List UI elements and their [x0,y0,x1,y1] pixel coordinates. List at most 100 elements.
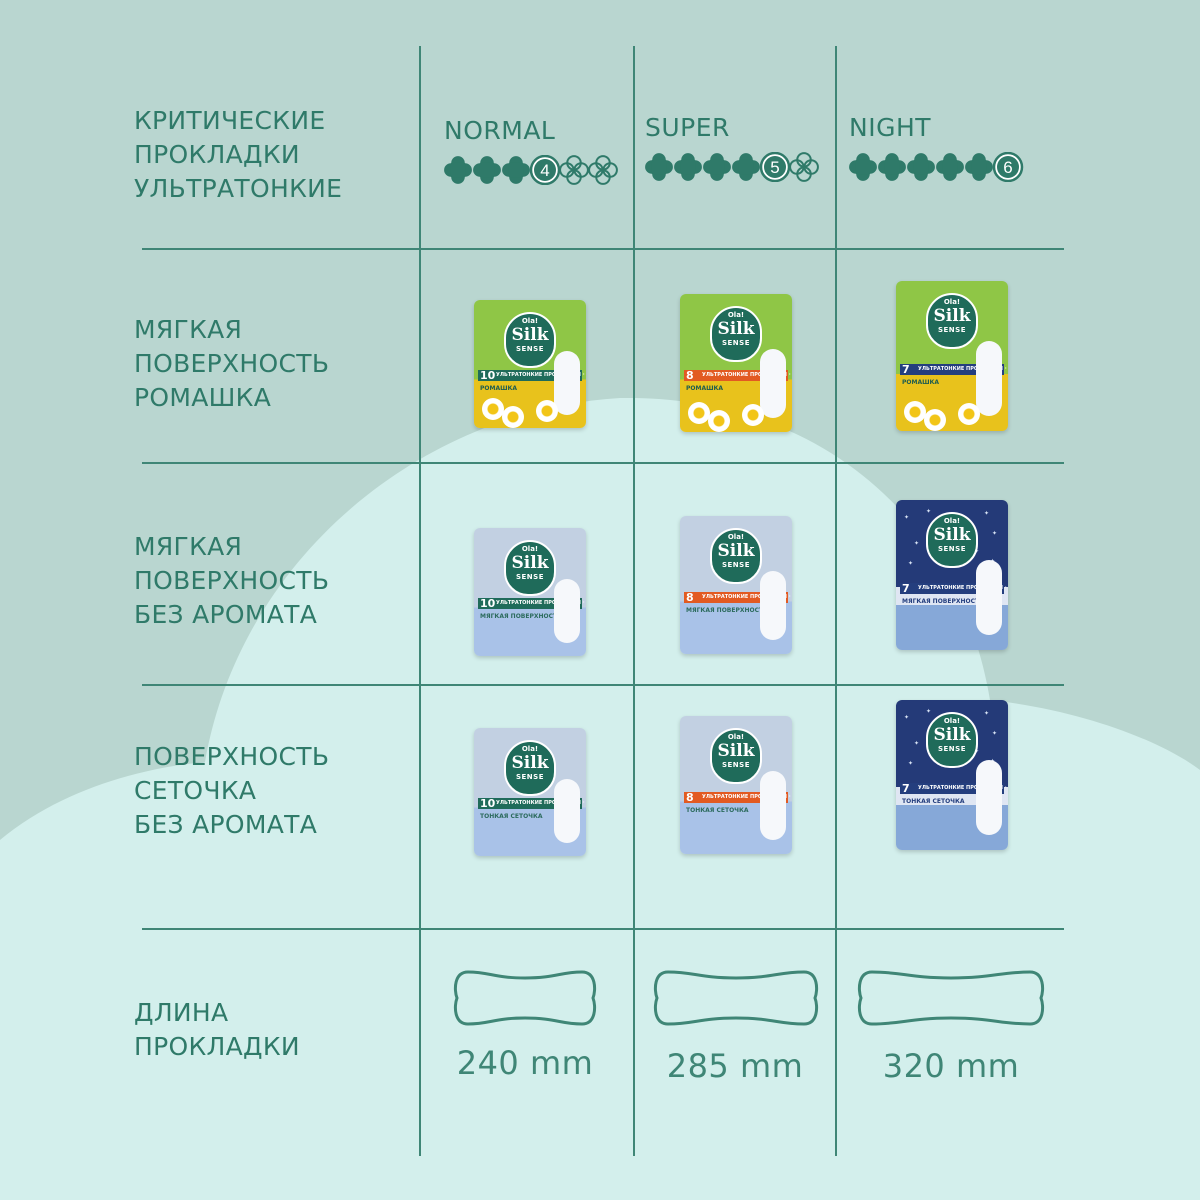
pack-band [684,792,788,803]
drop-icon-level: 5 [759,152,791,182]
drop-icon [732,153,760,181]
star-icon: ✦ [926,708,932,715]
star-icon: ✦ [914,740,920,747]
brand-sense: SENSE [937,545,966,553]
row-divider-4 [142,928,1064,930]
column-name: NORMAL [444,116,556,145]
pack-variant-text: МЯГКАЯ ПОВЕРХНОСТЬ [686,607,768,614]
pack-band [478,370,582,381]
title-line: КРИТИЧЕСКИЕ [134,106,326,135]
length-value: 320 mm [882,1047,1020,1085]
brand-ola: Ola! [521,317,539,325]
row-divider-2 [142,462,1064,464]
pack-band [900,783,1004,794]
drop-icon [965,153,993,181]
pack-band-text: УЛЬТРАТОНКИЕ ПРОКЛАДКИ · НОРМАЛ [496,372,586,378]
star-icon: ✦ [904,714,910,721]
star-icon: ✦ [926,508,932,515]
drop-icon [444,156,472,184]
pack-band-text: УЛЬТРАТОНКИЕ ПРОКЛАДКИ · НОЧНЫЕ [918,785,1008,791]
row-label-line: МЯГКАЯ [134,532,243,561]
pack-count: 7 [902,582,910,595]
row-label-line: ДЛИНА [134,998,229,1027]
title-line: ПРОКЛАДКИ [134,140,300,169]
chamomile-flower-icon [708,410,730,432]
absorbency-drops: 4 [444,155,618,185]
brand-silk: Silk [933,725,971,745]
drop-icon [674,153,702,181]
column-name: SUPER [645,113,730,142]
star-icon: ✦ [984,510,990,517]
chamomile-flower-icon [688,402,710,424]
brand-sense: SENSE [721,561,750,569]
brand-silk: Silk [717,541,755,561]
row-divider-1 [142,248,1064,250]
row-label-line: ПОВЕРХНОСТЬ [134,742,330,771]
pack-count: 10 [480,369,496,382]
pack-variant-text: РОМАШКА [686,385,724,392]
chamomile-flower-icon [502,406,524,428]
pack-band-text: УЛЬТРАТОНКИЕ ПРОКЛАДКИ · НОЧНЫЕ [918,585,1008,591]
star-icon: ✦ [904,514,910,521]
grid-divider-1 [419,46,421,1156]
pack-variant-text: РОМАШКА [480,385,518,392]
row-label-chamomile: МЯГКАЯ ПОВЕРХНОСТЬ РОМАШКА [134,313,329,415]
chamomile-flower-icon [536,400,558,422]
brand-sense: SENSE [515,773,544,781]
pack-variant-text: ТОНКАЯ СЕТОЧКА [686,807,749,814]
brand-sense: SENSE [937,745,966,753]
pack-band-text: УЛЬТРАТОНКИЕ ПРОКЛАДКИ · НОРМАЛ [496,600,586,606]
pack-variant-text: ТОНКАЯ СЕТОЧКА [480,813,543,820]
pack-band-text: УЛЬТРАТОНКИЕ ПРОКЛАДКИ · СУПЕР [702,594,792,600]
column-header-super: SUPER 5 [645,113,825,182]
row-label-line: ПОВЕРХНОСТЬ [134,349,330,378]
drop-icon [849,153,877,181]
pack-band-text: УЛЬТРАТОНКИЕ ПРОКЛАДКИ · СУПЕР [702,372,792,378]
grid-divider-2 [633,46,635,1156]
pack-variant-text: МЯГКАЯ ПОВЕРХНОСТЬ [902,598,984,605]
column-header-night: NIGHT 6 [849,113,1034,182]
brand-silk: Silk [717,741,755,761]
brand-sense: SENSE [721,339,750,347]
drop-icon [936,153,964,181]
drop-icon [473,156,501,184]
pack-band [900,364,1004,375]
drop-level-number: 4 [540,161,549,180]
brand-ola: Ola! [943,298,961,306]
length-value: 240 mm [456,1044,594,1082]
pack-count: 8 [686,591,694,604]
pad-outline-icon [453,970,597,1026]
row-label-line: ПРОКЛАДКИ [134,1032,300,1061]
brand-ola: Ola! [727,311,745,319]
chamomile-flower-icon [742,404,764,426]
drop-icon [907,153,935,181]
brand-ola: Ola! [521,545,539,553]
drop-icon [645,153,673,181]
brand-ola: Ola! [727,733,745,741]
drop-icon [502,156,530,184]
brand-silk: Silk [933,525,971,545]
drop-level-number: 5 [770,158,779,177]
brand-silk: Silk [511,553,549,573]
row-divider-3 [142,684,1064,686]
brand-silk: Silk [511,325,549,345]
pad-illustration [760,571,786,640]
star-icon: ✦ [908,760,914,767]
pad-illustration [554,779,580,843]
pad-outline-icon [653,970,819,1026]
pad-outline-icon [857,970,1045,1026]
length-night: 320 mm [871,1047,1031,1085]
star-icon: ✦ [992,730,998,737]
absorbency-drops: 5 [645,152,819,182]
